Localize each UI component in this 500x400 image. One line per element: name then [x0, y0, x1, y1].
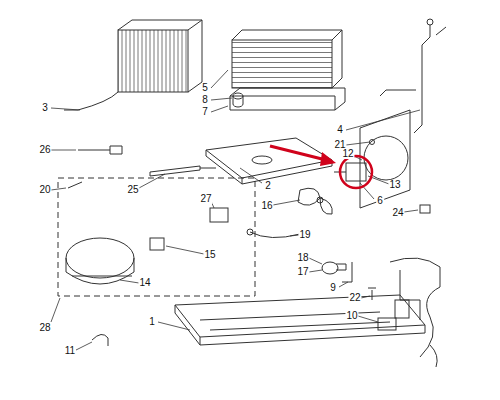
callout-number: 19 — [298, 230, 311, 240]
callout-number: 7 — [201, 107, 209, 117]
callout-number: 6 — [376, 196, 384, 206]
callout-number: 26 — [38, 145, 51, 155]
callout-number: 3 — [41, 103, 49, 113]
callout-number: 8 — [201, 95, 209, 105]
callout-number: 18 — [296, 253, 309, 263]
callout-number: 14 — [138, 278, 151, 288]
callout-number: 4 — [336, 125, 344, 135]
callout-number: 5 — [201, 83, 209, 93]
callout-number: 1 — [148, 317, 156, 327]
callout-number: 27 — [199, 194, 212, 204]
callout-number: 15 — [203, 250, 216, 260]
callout-number: 25 — [126, 185, 139, 195]
callout-number: 20 — [38, 185, 51, 195]
callout-number: 22 — [348, 293, 361, 303]
callout-number: 11 — [64, 346, 76, 356]
callout-number: 17 — [296, 267, 309, 277]
callout-number: 28 — [38, 323, 51, 333]
callout-number: 9 — [329, 283, 337, 293]
callout-number: 12 — [341, 149, 354, 159]
callout-number: 16 — [260, 201, 273, 211]
callout-number: 2 — [264, 181, 272, 191]
callout-number: 24 — [391, 208, 404, 218]
callout-number: 13 — [388, 180, 401, 190]
callout-number: 10 — [345, 311, 358, 321]
